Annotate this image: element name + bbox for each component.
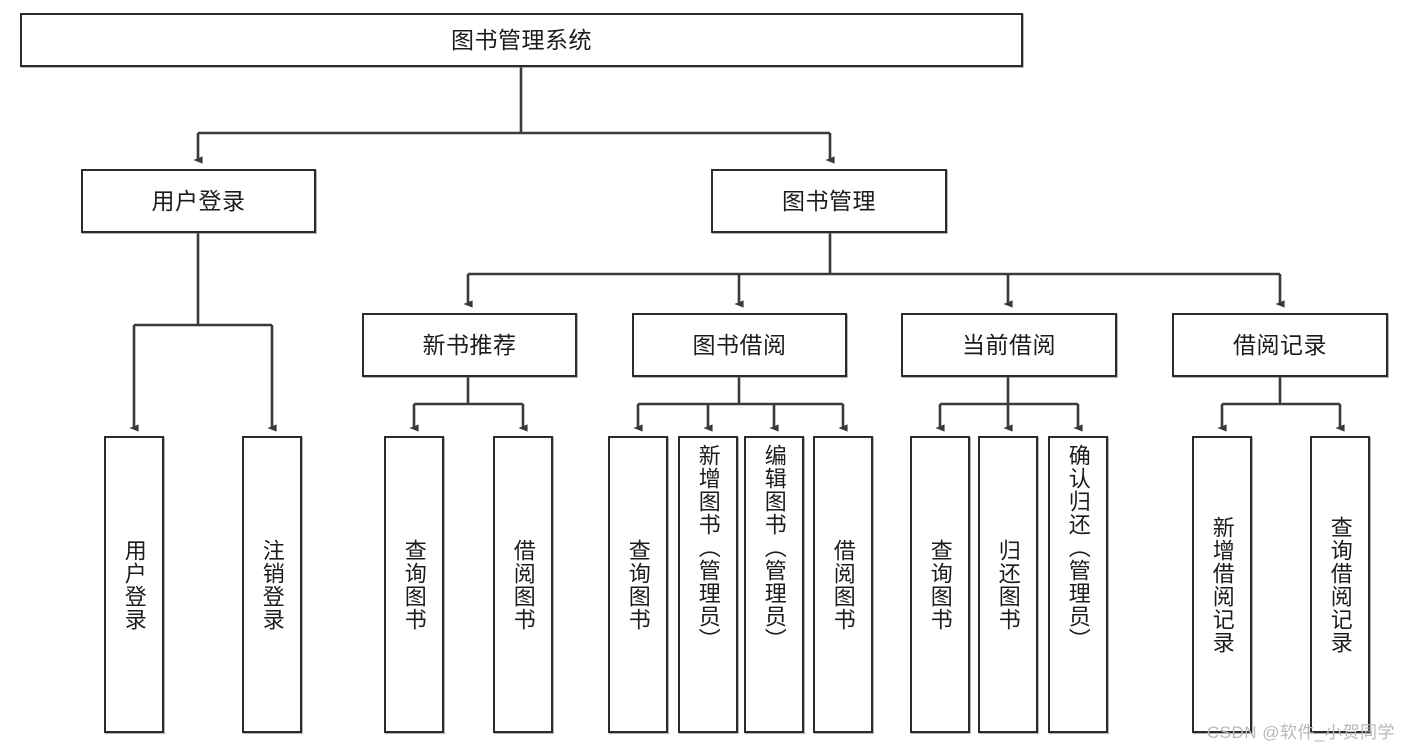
node-book-borrow-label: 图书借阅 (692, 331, 787, 358)
node-borrow-record[interactable]: 借阅记录 (1172, 313, 1388, 377)
node-book-manage-label: 图书管理 (782, 187, 876, 214)
node-root-system[interactable]: 图书管理系统 (20, 13, 1023, 67)
leaf-book-borrow-add-book-admin[interactable]: 新增图书（管理员） (678, 436, 738, 733)
leaf-borrow-record-add[interactable]: 新增借阅记录 (1192, 436, 1252, 733)
node-user-login[interactable]: 用户登录 (81, 169, 316, 233)
leaf-new-book-query-book[interactable]: 查询图书 (384, 436, 444, 733)
node-current-borrow-label: 当前借阅 (962, 331, 1056, 358)
node-borrow-record-label: 借阅记录 (1233, 331, 1327, 358)
leaf-current-borrow-return-book-label: 归还图书 (995, 538, 1021, 631)
node-root-system-label: 图书管理系统 (451, 26, 592, 53)
node-book-manage[interactable]: 图书管理 (711, 169, 947, 233)
leaf-current-borrow-return-book[interactable]: 归还图书 (978, 436, 1038, 733)
leaf-current-borrow-confirm-return-admin-label: 确认归还（管理员） (1065, 444, 1091, 651)
leaf-borrow-record-query-label: 查询借阅记录 (1327, 515, 1353, 654)
leaf-new-book-borrow-book[interactable]: 借阅图书 (493, 436, 553, 733)
leaf-book-borrow-borrow-book-label: 借阅图书 (830, 538, 856, 631)
node-book-borrow[interactable]: 图书借阅 (632, 313, 847, 377)
leaf-book-borrow-query-book[interactable]: 查询图书 (608, 436, 668, 733)
leaf-borrow-record-query[interactable]: 查询借阅记录 (1310, 436, 1370, 733)
leaf-book-borrow-query-book-label: 查询图书 (625, 538, 651, 631)
leaf-user-logout[interactable]: 注销登录 (242, 436, 302, 733)
leaf-new-book-query-book-label: 查询图书 (401, 538, 427, 631)
leaf-book-borrow-add-book-admin-label: 新增图书（管理员） (695, 444, 721, 651)
leaf-book-borrow-borrow-book[interactable]: 借阅图书 (813, 436, 873, 733)
leaf-new-book-borrow-book-label: 借阅图书 (510, 538, 536, 631)
leaf-current-borrow-query-book[interactable]: 查询图书 (910, 436, 970, 733)
leaf-current-borrow-confirm-return-admin[interactable]: 确认归还（管理员） (1048, 436, 1108, 733)
node-user-login-label: 用户登录 (151, 187, 246, 214)
node-new-book-recommend[interactable]: 新书推荐 (362, 313, 577, 377)
leaf-borrow-record-add-label: 新增借阅记录 (1209, 515, 1235, 654)
leaf-user-login-query-label: 用户登录 (121, 538, 147, 631)
leaf-book-borrow-edit-book-admin[interactable]: 编辑图书（管理员） (744, 436, 804, 733)
node-new-book-recommend-label: 新书推荐 (422, 331, 517, 358)
leaf-user-logout-label: 注销登录 (259, 538, 285, 631)
leaf-user-login-query[interactable]: 用户登录 (104, 436, 164, 733)
node-current-borrow[interactable]: 当前借阅 (901, 313, 1117, 377)
leaf-book-borrow-edit-book-admin-label: 编辑图书（管理员） (761, 444, 787, 651)
leaf-current-borrow-query-book-label: 查询图书 (927, 538, 953, 631)
